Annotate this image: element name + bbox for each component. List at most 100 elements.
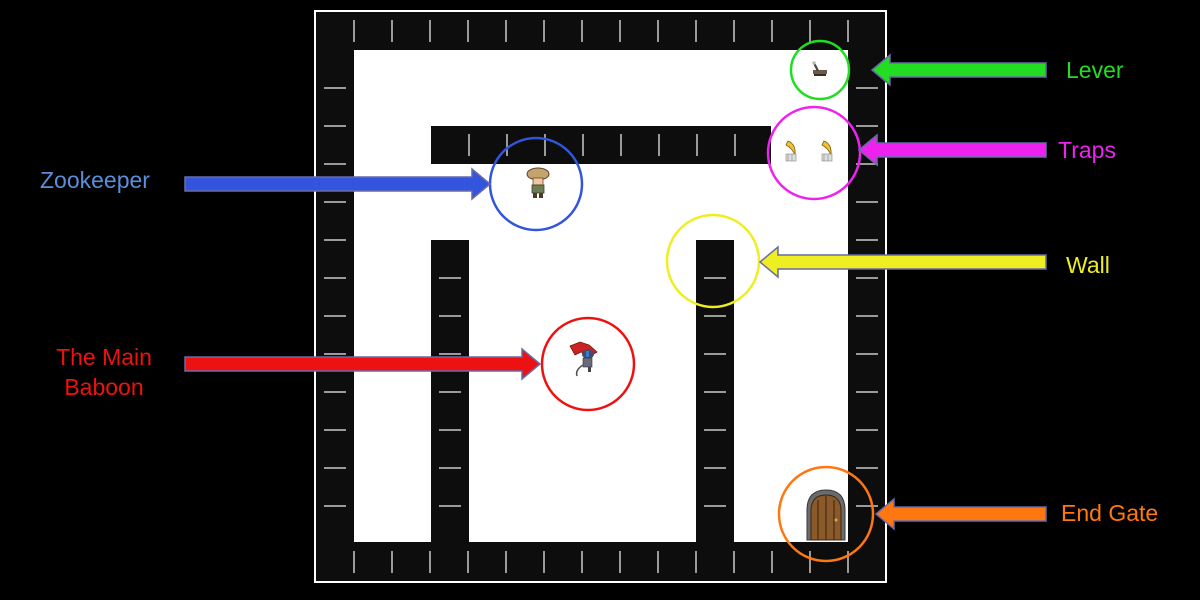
wall-tile-notch bbox=[856, 163, 878, 165]
wall-tile-notch bbox=[620, 134, 622, 156]
main-baboon-label-line2: Baboon bbox=[64, 374, 144, 400]
wall-tile-notch bbox=[771, 551, 773, 573]
wall-tile-notch bbox=[324, 315, 346, 317]
wall-tile-notch bbox=[544, 134, 546, 156]
wall-tile-notch bbox=[704, 353, 726, 355]
wall-tile-notch bbox=[856, 505, 878, 507]
wall-tile-notch bbox=[704, 277, 726, 279]
wall-tile-notch bbox=[439, 505, 461, 507]
wall-tile-notch bbox=[619, 551, 621, 573]
wall-tile-notch bbox=[582, 134, 584, 156]
wall-highlight-circle bbox=[665, 213, 761, 309]
maze-floor bbox=[354, 50, 848, 542]
wall-tile-notch bbox=[324, 429, 346, 431]
wall-tile-notch bbox=[324, 277, 346, 279]
wall-tile-notch bbox=[353, 551, 355, 573]
baboon-sprite-icon bbox=[569, 341, 598, 377]
zookeeper-arrow bbox=[184, 167, 492, 201]
traps-highlight-circle bbox=[766, 105, 862, 201]
wall-tile-notch bbox=[856, 87, 878, 89]
wall-tile-notch bbox=[856, 429, 878, 431]
wall-tile-notch bbox=[856, 353, 878, 355]
wooden-door-sprite-icon bbox=[806, 489, 846, 541]
main-baboon-arrow bbox=[184, 347, 542, 381]
wall-tile-notch bbox=[856, 391, 878, 393]
end-gate-arrow bbox=[874, 497, 1047, 531]
wall-tile-notch bbox=[704, 391, 726, 393]
wall-tile-notch bbox=[324, 391, 346, 393]
zookeeper-label: Zookeeper bbox=[40, 167, 150, 193]
wall-tile-notch bbox=[734, 134, 736, 156]
wall-tile-notch bbox=[704, 315, 726, 317]
wall-tile-notch bbox=[856, 125, 878, 127]
wall-tile-notch bbox=[429, 20, 431, 42]
wall-tile-notch bbox=[733, 551, 735, 573]
traps-arrow bbox=[857, 133, 1047, 167]
wall-tile-notches bbox=[324, 20, 878, 573]
wall-tile-notch bbox=[439, 277, 461, 279]
wall-tile-notch bbox=[439, 315, 461, 317]
wall-tile-notch bbox=[543, 551, 545, 573]
inner-wall-horizontal bbox=[431, 126, 771, 164]
wall-tile-notch bbox=[324, 353, 346, 355]
wall-tile-notch bbox=[439, 353, 461, 355]
wall-tile-notch bbox=[658, 134, 660, 156]
wall-tile-notch bbox=[704, 505, 726, 507]
wall-tile-notch bbox=[847, 20, 849, 42]
wall-tile-notch bbox=[467, 20, 469, 42]
wall-tile-notch bbox=[856, 201, 878, 203]
wall-tile-notch bbox=[468, 134, 470, 156]
wall-tile-notch bbox=[391, 551, 393, 573]
wall-tile-notch bbox=[856, 239, 878, 241]
wall-tile-notch bbox=[704, 467, 726, 469]
wall-tile-notch bbox=[771, 20, 773, 42]
end-gate-highlight-circle bbox=[777, 465, 875, 563]
wall-tile-notch bbox=[391, 20, 393, 42]
wall-arrow bbox=[758, 245, 1047, 279]
wall-tile-notch bbox=[324, 163, 346, 165]
wall-tile-notch bbox=[856, 315, 878, 317]
wall-tile-notch bbox=[324, 239, 346, 241]
banana-trap-icon bbox=[785, 140, 797, 162]
lever-label: Lever bbox=[1066, 57, 1124, 83]
main-baboon-label: The Main Baboon bbox=[40, 343, 168, 400]
wall-tile-notch bbox=[695, 551, 697, 573]
main-baboon-label-line1: The Main bbox=[56, 344, 152, 370]
wall-tile-notch bbox=[733, 20, 735, 42]
zookeeper-sprite-icon bbox=[526, 167, 550, 198]
wall-tile-notch bbox=[696, 134, 698, 156]
wall-tile-notch bbox=[467, 551, 469, 573]
wall-tile-notch bbox=[324, 87, 346, 89]
wall-tile-notch bbox=[619, 20, 621, 42]
wall-tile-notch bbox=[809, 551, 811, 573]
wall-tile-notch bbox=[543, 20, 545, 42]
lever-sprite-icon bbox=[812, 61, 827, 76]
wall-tile-notch bbox=[505, 20, 507, 42]
wall-tile-notch bbox=[439, 429, 461, 431]
wall-tile-notch bbox=[657, 551, 659, 573]
wall-label: Wall bbox=[1066, 252, 1110, 278]
wall-tile-notch bbox=[657, 20, 659, 42]
wall-tile-notch bbox=[847, 551, 849, 573]
wall-tile-notch bbox=[506, 134, 508, 156]
wall-tile-notch bbox=[856, 467, 878, 469]
wall-tile-notch bbox=[581, 20, 583, 42]
main-baboon-highlight-circle bbox=[540, 316, 636, 412]
wall-tile-notch bbox=[856, 277, 878, 279]
lever-arrow bbox=[870, 53, 1047, 87]
end-gate-label: End Gate bbox=[1061, 500, 1159, 526]
maze-map bbox=[314, 10, 887, 583]
wall-tile-notch bbox=[324, 201, 346, 203]
wall-tile-notch bbox=[324, 505, 346, 507]
wall-tile-notch bbox=[809, 20, 811, 42]
wall-tile-notch bbox=[429, 551, 431, 573]
wall-tile-notch bbox=[324, 467, 346, 469]
wall-tile-notch bbox=[439, 467, 461, 469]
wall-tile-notch bbox=[581, 551, 583, 573]
wall-tile-notch bbox=[704, 429, 726, 431]
wall-tile-notch bbox=[353, 20, 355, 42]
wall-tile-notch bbox=[439, 391, 461, 393]
lever-highlight-circle bbox=[789, 39, 851, 101]
banana-trap-icon bbox=[821, 140, 833, 162]
